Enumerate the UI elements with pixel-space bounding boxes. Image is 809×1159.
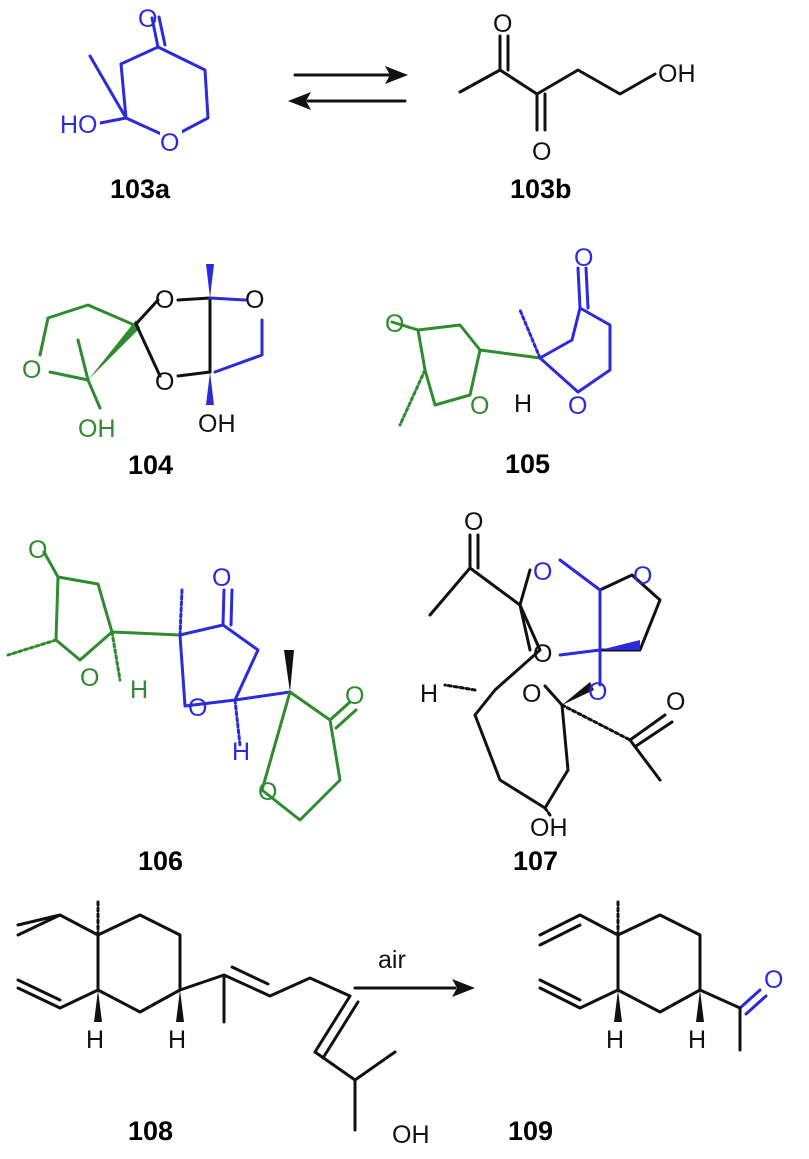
arrow-reagent: air (378, 946, 406, 974)
atom-o-a: O (155, 286, 174, 314)
atom-o-a: O (533, 558, 552, 586)
compound-label-104: 104 (128, 450, 173, 480)
compound-label-106: 106 (138, 846, 183, 876)
structure-103b: O O OH 103b (458, 10, 696, 204)
atom-o-ketone-green: O (28, 536, 47, 564)
compound-label-103b: 103b (510, 174, 572, 204)
atom-o-ring: O (160, 129, 179, 157)
compound-label-103a: 103a (110, 174, 171, 204)
structure-109: H H O 109 (508, 898, 783, 1146)
atom-h-green: H (130, 676, 148, 704)
compound-label-108: 108 (128, 1116, 173, 1146)
atom-o-ketone-blue: O (212, 564, 231, 592)
reaction-arrow: air (353, 946, 475, 997)
atom-o-ring-green: O (80, 664, 99, 692)
structure-106: O O H O O H O O 106 (6, 536, 364, 876)
atom-o-c: O (245, 286, 264, 314)
atom-o-acetyl-right: O (666, 688, 685, 716)
atom-o-ketone-green: O (385, 310, 404, 338)
atom-o1: O (493, 10, 512, 38)
atom-o-b: O (633, 562, 652, 590)
atom-oh: OH (658, 60, 696, 88)
structure-103a: O HO O 103a (60, 5, 210, 204)
atom-h2: H (688, 1026, 706, 1054)
atom-o-ring-green: O (470, 392, 489, 420)
compound-label-109: 109 (508, 1116, 553, 1146)
atom-o2: O (532, 138, 551, 166)
atom-h1: H (86, 1026, 104, 1054)
atom-ho: HO (60, 111, 98, 139)
structure-107: O O O O O O H O OH 107 (420, 508, 685, 876)
atom-o: O (764, 966, 783, 994)
structure-105: O O H O O 105 (385, 244, 612, 479)
atom-oh: OH (530, 814, 568, 842)
atom-oh-right: OH (198, 410, 236, 438)
atom-h-blue: H (232, 738, 250, 766)
atom-o-acetyl-left: O (464, 508, 483, 536)
atom-o-ring-furanone: O (258, 778, 277, 806)
atom-o-ring-blue: O (188, 694, 207, 722)
atom-h1: H (606, 1026, 624, 1054)
compound-label-107: 107 (513, 846, 558, 876)
atom-h2: H (168, 1026, 186, 1054)
atom-oh-left: OH (78, 415, 116, 443)
atom-h: H (420, 680, 438, 708)
atom-o-ketone-blue: O (574, 244, 593, 272)
equilibrium-arrows (288, 66, 408, 110)
structure-104: O O O O OH OH 104 (22, 264, 264, 480)
atom-o-b: O (155, 368, 174, 396)
atom-o-d: O (22, 356, 41, 384)
compound-label-105: 105 (505, 449, 550, 479)
atom-oh: OH (392, 1121, 430, 1149)
atom-o-ketone-furanone: O (345, 682, 364, 710)
atom-o-pyran: O (522, 680, 541, 708)
atom-o-c: O (533, 640, 552, 668)
structure-108: H H OH 108 (16, 898, 430, 1149)
atom-o-ketone: O (138, 5, 157, 33)
atom-o-ring-blue: O (568, 392, 587, 420)
atom-o-d: O (588, 678, 607, 706)
atom-h: H (514, 390, 532, 418)
